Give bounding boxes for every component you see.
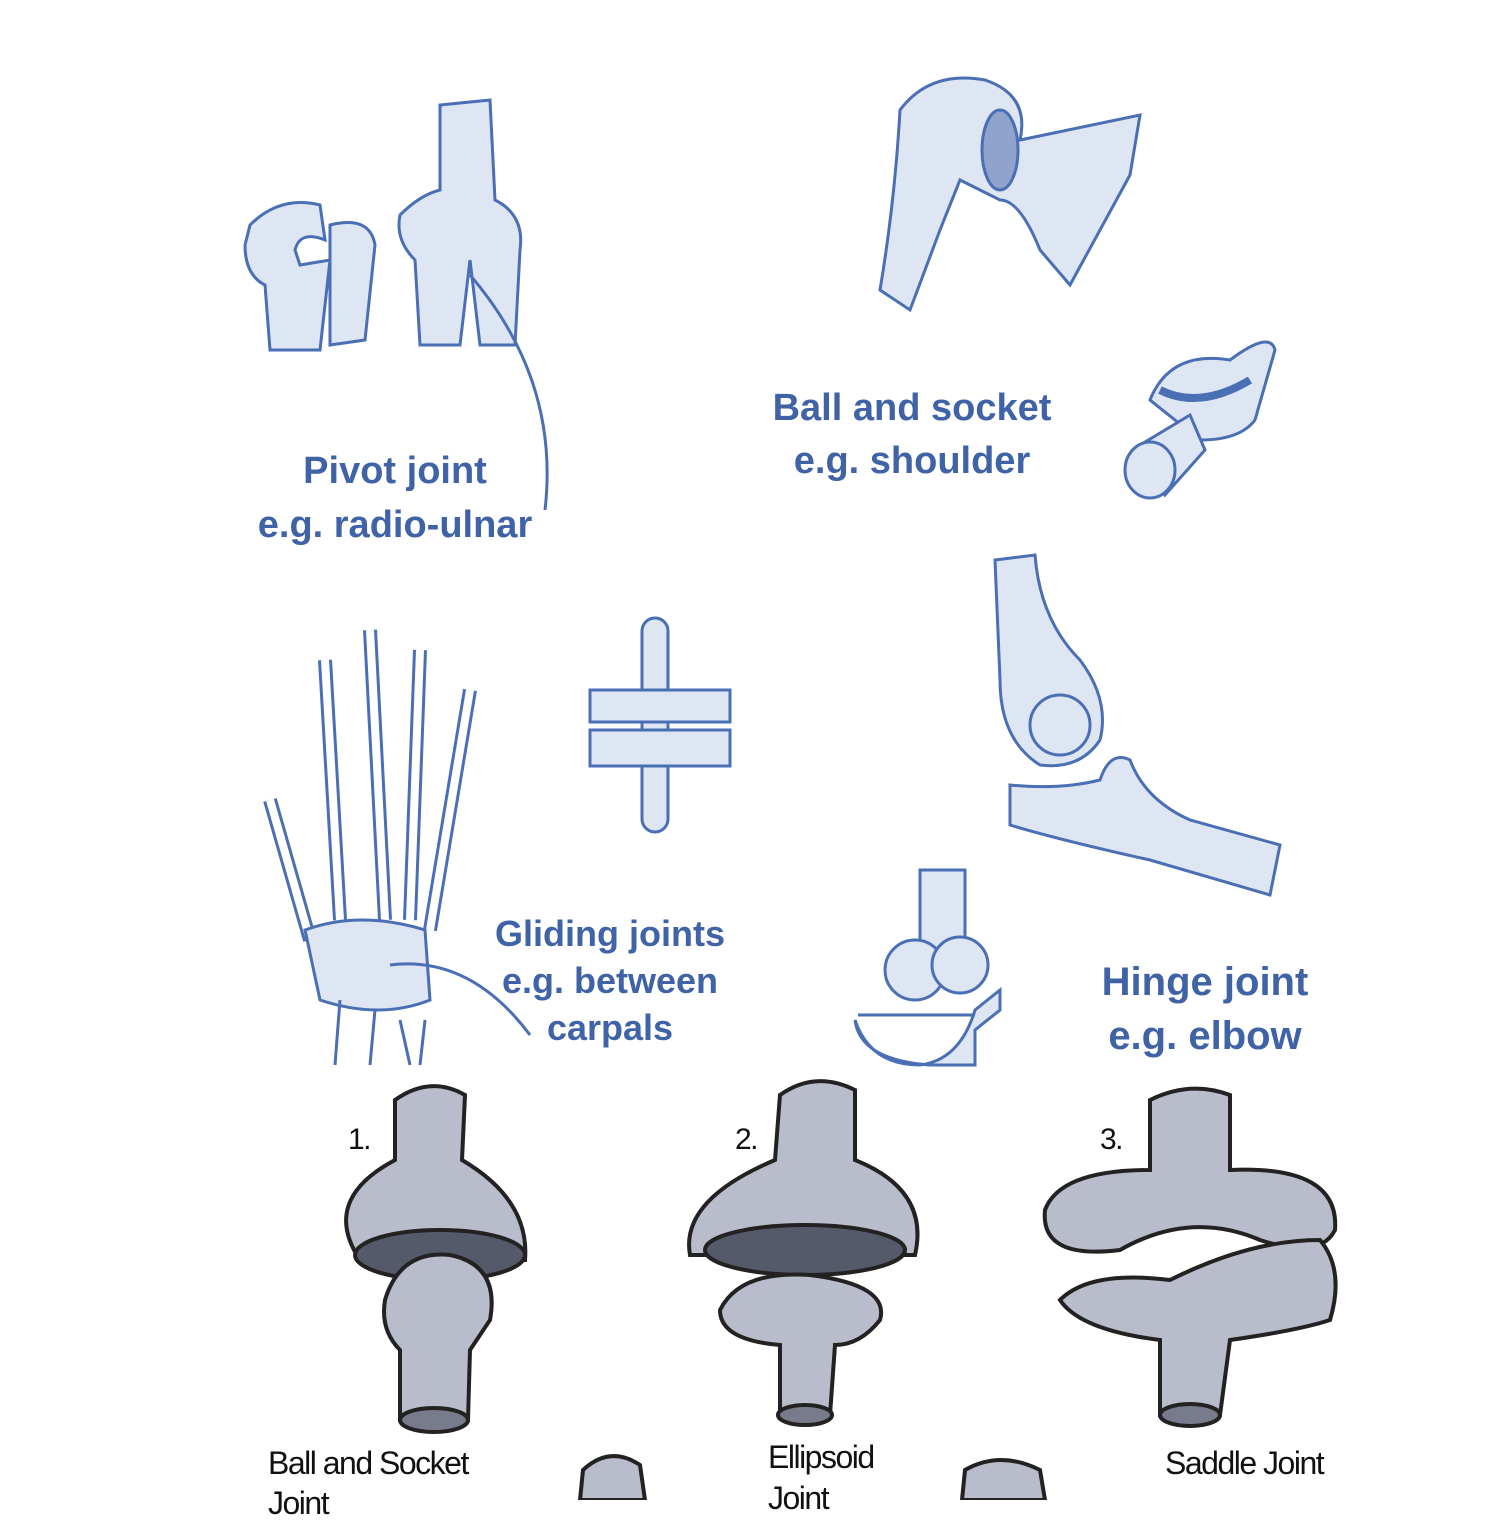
ball-socket-title: Ball and socket [772, 387, 1052, 429]
elbow-drawing [993, 553, 1282, 897]
gliding-joints-example-2: carpals [546, 1007, 674, 1048]
ball-socket-label: Ball and Socket [268, 1445, 469, 1481]
pivot-joint-example: e.g. radio-ulnar [257, 504, 533, 546]
model-number-3: 3. [1100, 1123, 1124, 1156]
hinge-joint-title: Hinge joint [1101, 960, 1309, 1004]
model-number-1: 1. [348, 1123, 372, 1156]
ellipsoid-label: Ellipsoid [768, 1439, 875, 1475]
ball-socket-model [1123, 340, 1277, 500]
ball-socket-label-line2: Joint [268, 1485, 330, 1521]
pivot-joint-drawing [243, 98, 549, 511]
gliding-joints-example-1: e.g. between [501, 960, 719, 1001]
ball-socket-3d-model [344, 1084, 648, 1500]
hand-skeleton-drawing [263, 629, 532, 1066]
pivot-joint-title: Pivot joint [303, 450, 487, 492]
shoulder-drawing [878, 76, 1142, 313]
hinge-joint-example: e.g. elbow [1108, 1014, 1302, 1058]
ellipsoid-3d-model [687, 1079, 1048, 1500]
ellipsoid-label-line2: Joint [768, 1480, 830, 1516]
model-number-2: 2. [735, 1123, 759, 1156]
gliding-model [588, 616, 732, 834]
gliding-joints-title: Gliding joints [495, 913, 725, 954]
hinge-model [853, 868, 1002, 1067]
saddle-3d-model [1042, 1086, 1338, 1428]
saddle-joint-label: Saddle Joint [1165, 1445, 1325, 1481]
ball-socket-example: e.g. shoulder [793, 440, 1031, 482]
